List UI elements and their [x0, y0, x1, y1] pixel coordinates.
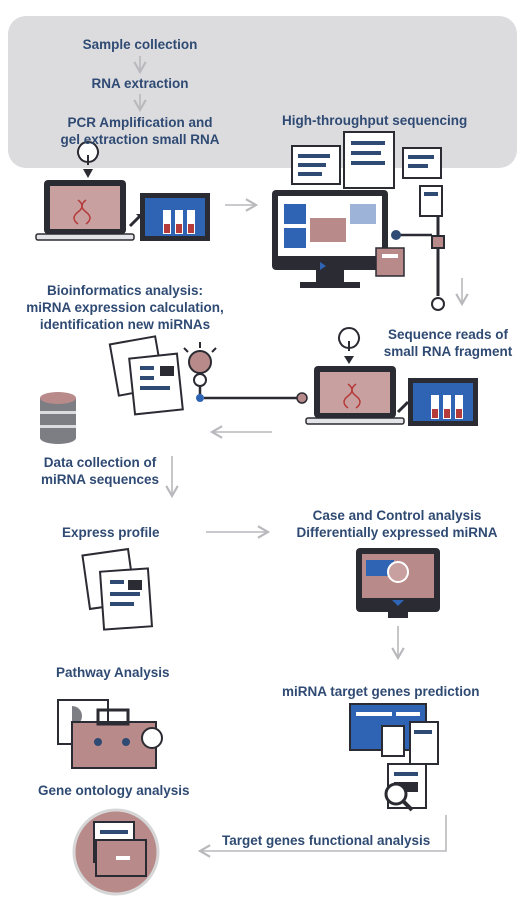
step-case-control-line1: Case and Control analysis — [312, 508, 482, 523]
step-bioinformatics-line1: Bioinformatics analysis: — [46, 283, 204, 298]
step-sequence-reads-line1: Sequence reads of — [387, 327, 509, 342]
sample-rack-monitor-icon — [128, 193, 210, 241]
express-profile-documents-icon — [81, 547, 154, 631]
analysis-documents-icon — [108, 335, 184, 416]
pathway-toolbox-icon — [57, 699, 163, 769]
target-prediction-icon — [349, 703, 439, 812]
alert-pin-icon — [77, 141, 99, 178]
laptop-icon — [35, 180, 135, 241]
flow-arrows — [133, 56, 469, 858]
gene-ontology-icon — [72, 808, 160, 896]
step-pathway-analysis: Pathway Analysis — [56, 665, 170, 680]
laptop-icon-2 — [305, 327, 405, 425]
step-pcr-line2: gel extraction small RNA — [60, 132, 220, 147]
step-high-throughput-sequencing: High-throughput sequencing — [282, 113, 468, 128]
step-sequence-reads-line2: small RNA fragment — [383, 344, 513, 359]
sample-rack-monitor-icon-2 — [396, 378, 478, 426]
database-icon — [40, 392, 76, 444]
step-sample-collection: Sample collection — [82, 37, 198, 52]
step-bioinformatics-line3: identification new miRNAs — [39, 317, 211, 332]
step-data-collection-line1: Data collection of — [43, 455, 157, 470]
step-target-prediction: miRNA target genes prediction — [282, 684, 480, 699]
step-express-profile: Express profile — [62, 525, 160, 540]
step-case-control-line2: Differentially expressed miRNA — [296, 525, 498, 540]
analysis-monitor-icon — [356, 548, 440, 618]
step-rna-extraction: RNA extraction — [91, 76, 189, 91]
step-gene-ontology: Gene ontology analysis — [38, 783, 190, 798]
arrow-to-functional — [197, 815, 447, 858]
step-pcr-line1: PCR Amplification and — [67, 115, 213, 130]
probe-connector-icon — [183, 342, 308, 404]
sequencer-workstation-icon — [272, 131, 445, 311]
step-data-collection-line2: miRNA sequences — [40, 472, 160, 487]
step-bioinformatics-line2: miRNA expression calculation, — [26, 300, 224, 315]
step-target-functional: Target genes functional analysis — [222, 833, 431, 848]
